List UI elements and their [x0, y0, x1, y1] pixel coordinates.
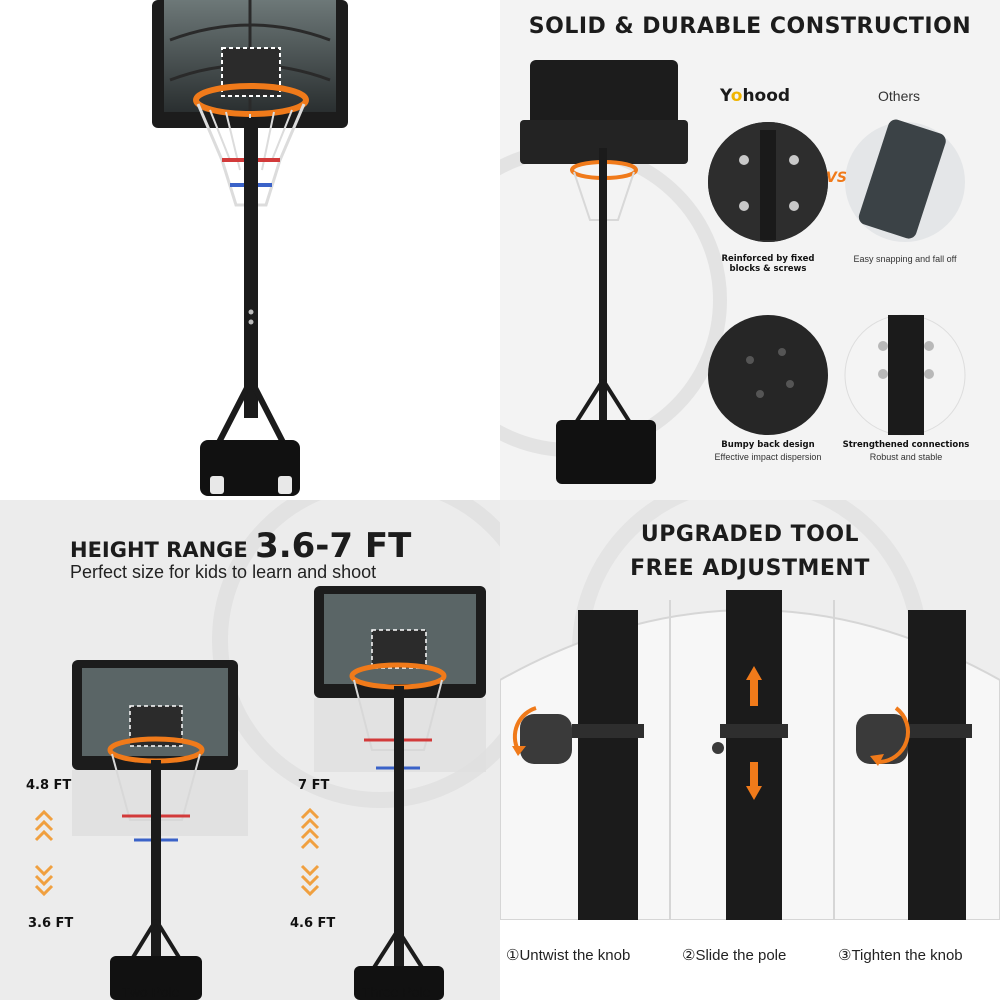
feature-caption-bold: Strengthened connections — [842, 440, 970, 450]
feature-caption-bold: Reinforced by fixed blocks & screws — [721, 254, 815, 274]
height-range-subtitle: Perfect size for kids to learn and shoot — [70, 562, 377, 582]
basketball-hoop-illustration — [152, 0, 348, 496]
two-pole-bottom-label: 3.6 FT — [28, 916, 74, 931]
three-pole-top-label: 7 FT — [298, 778, 330, 793]
brand-logo: Yohood — [720, 86, 791, 106]
three-pole-bottom-label: 4.6 FT — [290, 916, 336, 931]
three-pole-caption: Three Pole — [362, 984, 431, 1000]
adjustment-panel: UPGRADED TOOL FREE ADJUSTMENT ①Untwist t… — [500, 500, 1000, 1000]
two-pole-caption: Two Pole — [122, 984, 180, 1000]
vs-badge: VS — [826, 170, 847, 186]
feature-caption: Robust and stable — [869, 452, 943, 462]
height-range-panel: HEIGHT RANGE 3.6-7 FT Perfect size for k… — [0, 500, 500, 1000]
adjustment-title: UPGRADED TOOL FREE ADJUSTMENT — [630, 522, 870, 581]
two-pole-top-label: 4.8 FT — [26, 778, 72, 793]
product-hero-panel — [0, 0, 500, 500]
step-untwist: ①Untwist the knob — [506, 947, 631, 964]
construction-title: SOLID & DURABLE CONSTRUCTION — [528, 14, 972, 39]
feature-caption-bold: Bumpy back design — [721, 440, 815, 450]
construction-illustration — [500, 60, 966, 484]
height-illustration — [34, 500, 500, 1000]
others-label: Others — [878, 88, 921, 104]
step-tighten: ③Tighten the knob — [838, 947, 963, 964]
construction-panel: SOLID & DURABLE CONSTRUCTION Yohood Othe… — [500, 0, 1000, 500]
step-slide: ②Slide the pole — [682, 947, 787, 964]
adjustment-illustration — [500, 500, 1000, 1000]
feature-caption: Effective impact dispersion — [714, 452, 822, 462]
height-range-title: HEIGHT RANGE 3.6-7 FT — [70, 526, 412, 566]
feature-caption: Easy snapping and fall off — [853, 254, 957, 264]
